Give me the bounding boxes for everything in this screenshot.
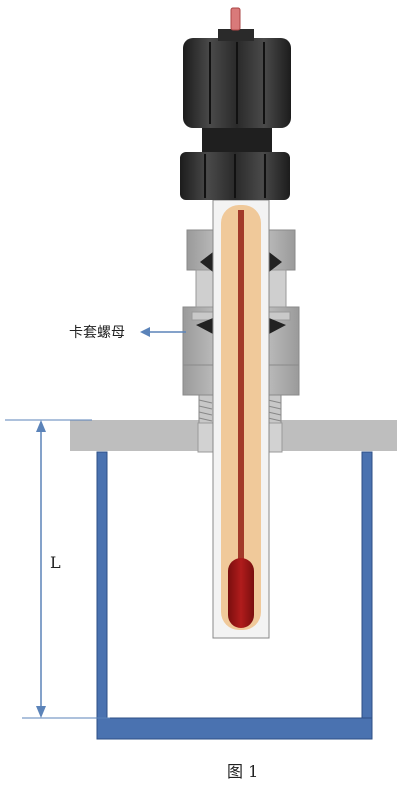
tank-left-wall xyxy=(96,451,108,740)
nut-neck xyxy=(202,126,272,152)
tank-bottom xyxy=(96,717,373,740)
ferrule-right xyxy=(269,318,286,334)
ferrule-nut-leader xyxy=(140,327,186,337)
tank-right-wall xyxy=(361,451,373,740)
figure-caption: 图 1 xyxy=(227,762,258,781)
upper-black-nut xyxy=(183,38,291,128)
capillary xyxy=(238,210,244,570)
top-cap xyxy=(218,29,254,41)
ferrule-left xyxy=(196,318,213,334)
ferrule-nut-label: 卡套螺母 xyxy=(69,325,125,341)
tank xyxy=(96,451,373,740)
dimension-L-label: L xyxy=(50,553,61,572)
sensing-bulb xyxy=(228,558,254,628)
dimension-L xyxy=(5,419,110,719)
lower-black-nut xyxy=(180,152,290,200)
top-pin xyxy=(230,7,241,31)
